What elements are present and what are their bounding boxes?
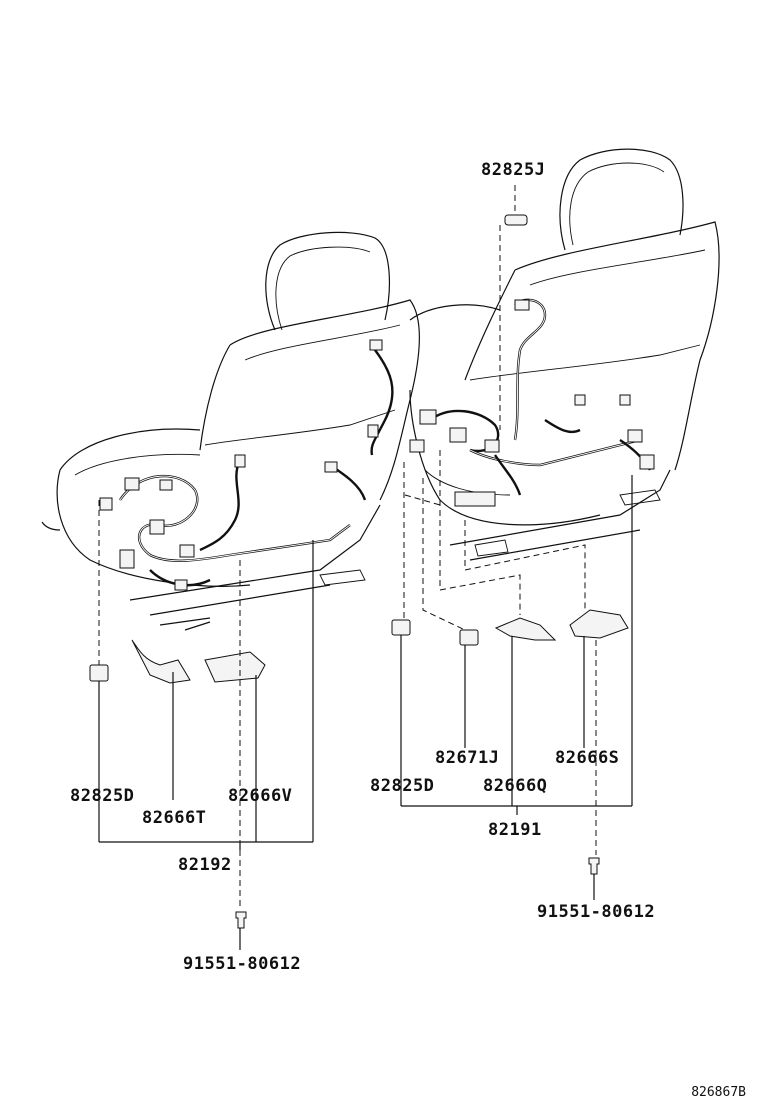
- connector-82825D-left: [89, 664, 109, 682]
- left-wire-harness: [99, 339, 394, 591]
- diagram-code: 826867B: [691, 1085, 746, 1100]
- left-leader-lines: [98, 500, 314, 950]
- right-loose-parts: [391, 609, 629, 875]
- connector-82671J: [459, 629, 479, 646]
- label-82191: 82191: [488, 820, 542, 840]
- right-leader-lines: [400, 185, 633, 900]
- label-82825D-left: 82825D: [70, 786, 135, 806]
- label-91551-left: 91551-80612: [183, 954, 302, 974]
- label-82666T: 82666T: [142, 808, 207, 828]
- right-wire-harness: [409, 214, 655, 507]
- bracket-82666V: [204, 651, 266, 683]
- harness-82666Q: [494, 617, 557, 641]
- label-82825J: 82825J: [481, 160, 546, 180]
- label-82192: 82192: [178, 855, 232, 875]
- label-82666V: 82666V: [228, 786, 293, 806]
- label-82671J: 82671J: [435, 748, 500, 768]
- bracket-82666S: [569, 609, 629, 639]
- right-seat-illustration: [409, 148, 720, 561]
- bolt-91551-left: [235, 911, 247, 929]
- label-82666S: 82666S: [555, 748, 620, 768]
- left-loose-parts: [89, 639, 266, 929]
- connector-82825D-right: [391, 619, 411, 636]
- bolt-91551-right: [588, 857, 600, 875]
- label-91551-right: 91551-80612: [537, 902, 656, 922]
- label-82666Q: 82666Q: [483, 776, 548, 796]
- harness-82666T: [131, 639, 191, 684]
- label-82825D-right: 82825D: [370, 776, 435, 796]
- left-seat-illustration: [41, 231, 421, 631]
